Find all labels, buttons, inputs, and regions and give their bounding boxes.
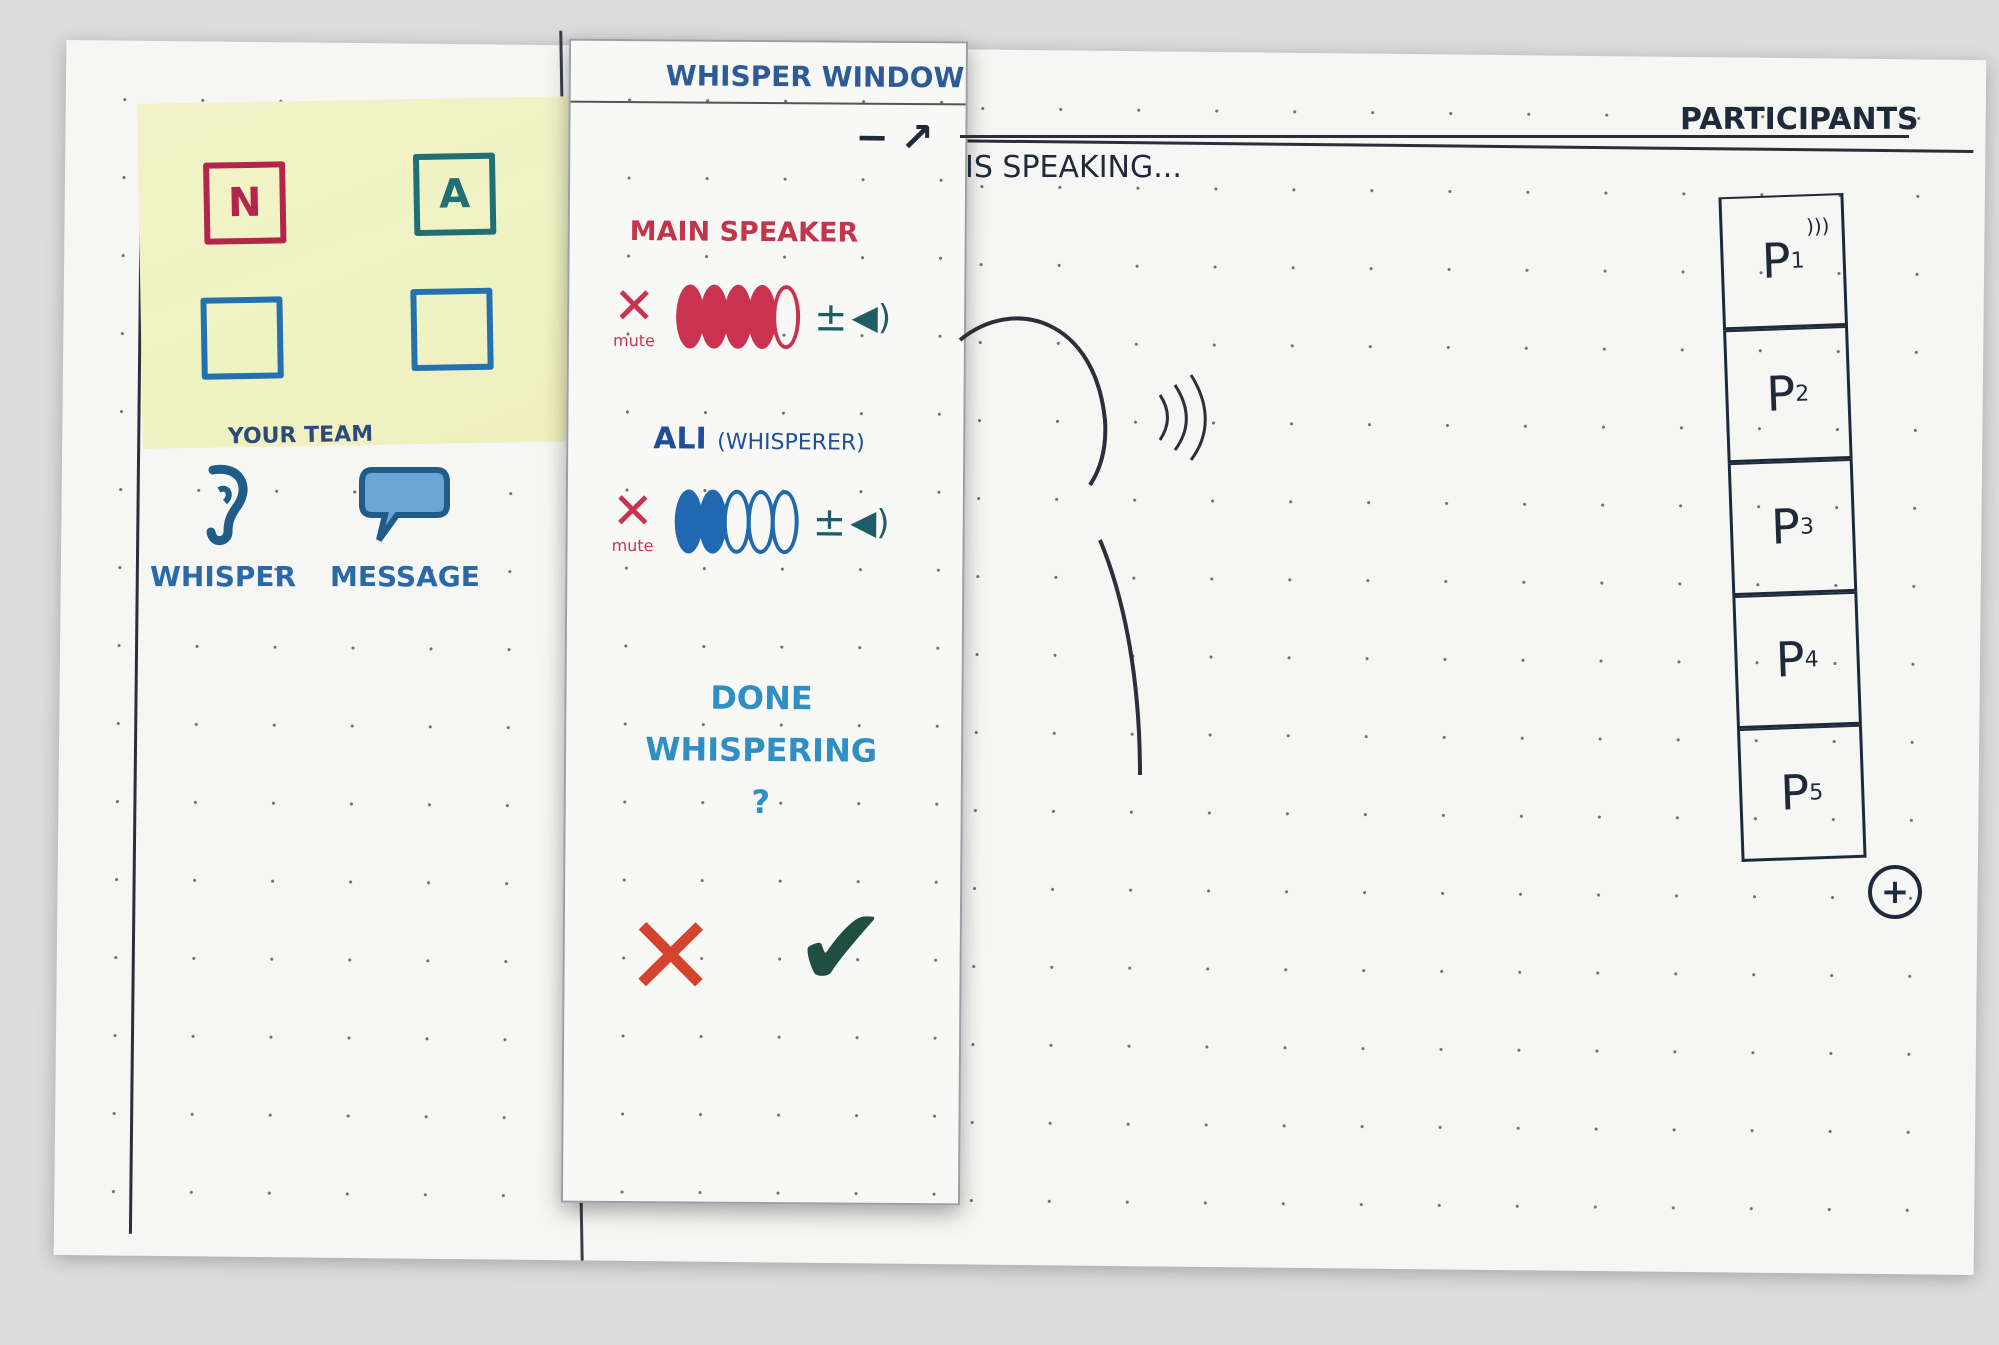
message-label: MESSAGE (330, 560, 480, 593)
checkmark-icon: ✔ (794, 883, 888, 1012)
participant-index: 2 (1794, 380, 1810, 407)
confirm-button[interactable]: ✔ (794, 883, 887, 1012)
main-speaker-label: MAIN SPEAKER (629, 216, 859, 249)
x-icon: ✕ (624, 892, 718, 1021)
team-member-a[interactable]: A (412, 152, 497, 237)
speaker-icon[interactable]: ◀) (850, 502, 890, 543)
whisper-window: WHISPER WINDOW − ↗ MAIN SPEAKER ✕ mute ±… (560, 38, 969, 1206)
speaker-icon[interactable]: ◀) (851, 297, 892, 338)
whisperer-volume-adjust[interactable]: ± (812, 498, 847, 546)
speaking-status: IS SPEAKING... (965, 150, 1182, 185)
done-line-1: DONE (710, 678, 813, 718)
muted-speaker-icon: ✕ (611, 481, 654, 541)
plus-icon: + (1880, 872, 1910, 912)
expand-arrow-icon[interactable]: ↗ (900, 114, 935, 162)
participant-index: 5 (1808, 779, 1824, 806)
whisper-tool[interactable]: WHISPER (150, 460, 296, 593)
team-panel: N A YOUR TEAM (137, 96, 583, 449)
speech-bubble-icon (359, 467, 451, 542)
add-participant-button[interactable]: + (1868, 865, 1922, 919)
cancel-button[interactable]: ✕ (624, 892, 717, 1021)
message-tool[interactable]: MESSAGE (330, 460, 480, 593)
team-member-empty[interactable] (200, 296, 284, 380)
mute-label: mute (611, 535, 654, 556)
whisperer-controls: ✕ mute ± ◀) (602, 481, 890, 557)
whisperer-role: (WHISPERER) (717, 429, 865, 456)
participant-name: P (1765, 365, 1797, 423)
whisperer-volume-slider[interactable] (674, 488, 799, 554)
participant-index: 1 (1790, 247, 1806, 274)
team-label: YOUR TEAM (227, 421, 374, 450)
minimize-icon[interactable]: − (855, 114, 890, 161)
team-member-n[interactable]: N (203, 161, 287, 245)
main-speaker-controls: ✕ mute ± ◀) (604, 276, 892, 352)
header-divider (960, 135, 1909, 138)
speaking-indicator-icon: ))) (1805, 213, 1830, 239)
mute-label: mute (612, 330, 655, 351)
whisperer-name: ALI (653, 421, 707, 457)
participant-name: P (1760, 232, 1792, 290)
whisper-window-title: WHISPER WINDOW (665, 59, 965, 95)
participant-index: 3 (1799, 513, 1815, 540)
main-volume-slider[interactable] (675, 283, 801, 349)
participant-name: P (1770, 498, 1801, 556)
done-whispering-prompt: DONE WHISPERING ? (626, 671, 897, 829)
participant-name: P (1779, 764, 1811, 822)
participant-name: P (1774, 631, 1806, 689)
whisper-label: WHISPER (150, 560, 297, 593)
whisperer-label: ALI (WHISPERER) (653, 421, 865, 457)
done-line-2: WHISPERING (645, 730, 878, 770)
done-question-mark: ? (751, 782, 771, 822)
speaker-silhouette-icon (958, 316, 1207, 776)
main-mute-button[interactable]: ✕ mute (604, 276, 664, 351)
ear-icon (206, 464, 248, 546)
whisperer-mute-button[interactable]: ✕ mute (602, 481, 662, 556)
participant-index: 4 (1804, 646, 1820, 673)
team-member-empty[interactable] (410, 287, 494, 372)
muted-speaker-icon: ✕ (613, 276, 656, 336)
main-volume-adjust[interactable]: ± (813, 293, 848, 341)
title-divider (570, 100, 966, 106)
participants-title: PARTICIPANTS (1680, 102, 1919, 137)
